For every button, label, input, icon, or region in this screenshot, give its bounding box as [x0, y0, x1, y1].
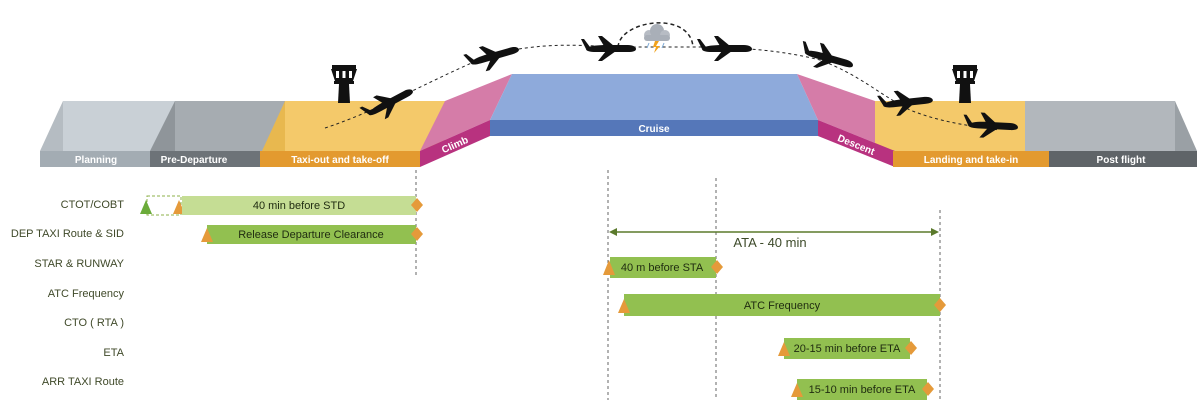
phase-cruise	[490, 120, 818, 136]
phase-label-cruise: Cruise	[638, 124, 670, 135]
phase-strip	[40, 120, 1197, 167]
guide-lines	[415, 170, 941, 400]
phase-post-flight	[1049, 151, 1197, 167]
ctot-bar	[140, 195, 423, 216]
airplane-climb-icon	[462, 36, 523, 76]
control-tower-departure-icon	[331, 65, 357, 103]
row-label-star: STAR & RUNWAY	[34, 258, 124, 270]
control-tower-arrival-icon	[952, 65, 978, 103]
arr-taxi-bar	[791, 379, 934, 400]
phase-band	[40, 74, 1197, 167]
phase-climb	[420, 120, 490, 167]
phase-pre-departure	[150, 151, 262, 167]
airplane-cruise-1-icon	[581, 36, 636, 61]
ctot-green-marker	[140, 200, 152, 214]
climb-face	[420, 74, 512, 151]
ctot-end-marker	[411, 198, 423, 212]
star-bar-label: 40 m before STA	[621, 262, 704, 274]
row-label-arr-taxi: ARR TAXI Route	[41, 376, 124, 388]
atc-frequency-bar	[618, 294, 946, 316]
ata-span-label: ATA - 40 min	[733, 235, 806, 250]
row-label-atc: ATC Frequency	[47, 288, 124, 300]
phase-landing	[893, 151, 1049, 167]
phase-label-landing: Landing and take-in	[924, 155, 1018, 166]
airplane-cruise-2-icon	[697, 36, 752, 61]
dep-taxi-bar	[201, 225, 423, 244]
row-label-ctot: CTOT/COBT	[60, 199, 124, 211]
row-label-dep-taxi: DEP TAXI Route & SID	[10, 228, 124, 240]
phase-planning	[40, 151, 152, 167]
phase-label-taxi-out: Taxi-out and take-off	[291, 155, 389, 166]
phase-label-pre-departure: Pre-Departure	[161, 155, 228, 166]
atc-frequency-bar-label: ATC Frequency	[744, 300, 821, 312]
descent-face	[797, 74, 895, 151]
dep-taxi-bar-label: Release Departure Clearance	[238, 229, 384, 241]
phase-label-planning: Planning	[75, 155, 117, 166]
storm-cloud-icon	[644, 24, 670, 53]
ata-span-arrow	[609, 228, 939, 236]
phase-descent	[818, 120, 895, 167]
eta-bar	[778, 338, 917, 359]
cruise-face	[490, 74, 818, 120]
row-label-eta: ETA	[103, 347, 124, 359]
phase-label-post-flight: Post flight	[1097, 155, 1147, 166]
weather-detour-path	[617, 22, 694, 48]
airplane-descent-icon	[796, 38, 857, 78]
ctot-bar-label: 40 min before STD	[253, 200, 345, 212]
star-bar	[603, 257, 723, 278]
taxi-out-side	[262, 101, 285, 167]
planning-side	[40, 101, 63, 167]
row-label-cto: CTO ( RTA )	[64, 317, 124, 329]
post-flight-face	[1025, 101, 1175, 151]
pre-departure-side	[150, 101, 175, 167]
phase-taxi-out	[260, 151, 420, 167]
arr-taxi-bar-label: 15-10 min before ETA	[809, 384, 916, 396]
eta-bar-label: 20-15 min before ETA	[794, 343, 901, 355]
post-flight-side	[1175, 101, 1197, 167]
